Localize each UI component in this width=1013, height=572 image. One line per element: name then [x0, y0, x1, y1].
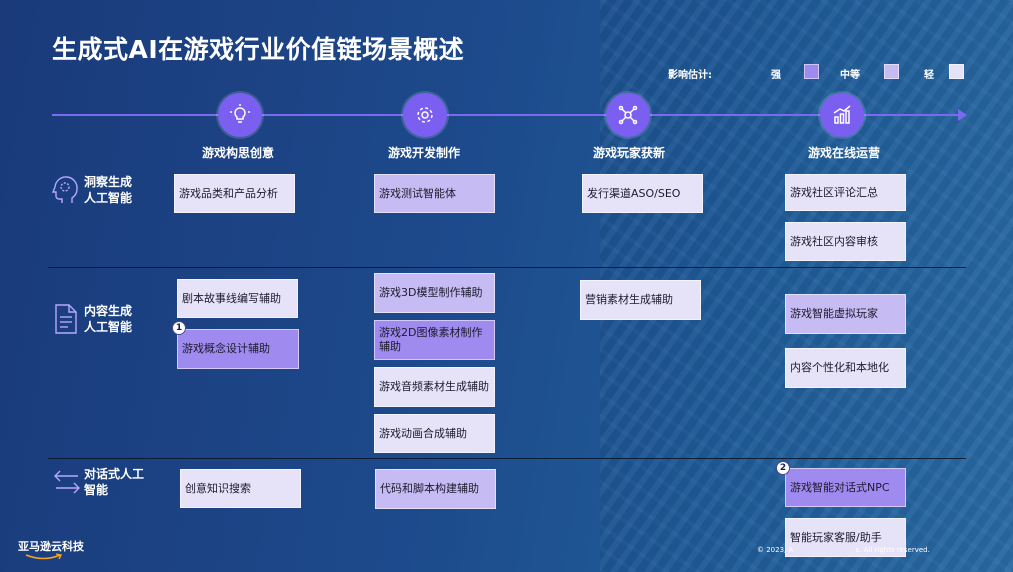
row-label-conversational-ai: 对话式人工 智能 — [84, 467, 145, 497]
gear-icon — [403, 93, 447, 137]
copyright-text: © 2023, A s. All rights reserved. — [757, 546, 930, 554]
lightbulb-icon — [218, 93, 262, 137]
copyright-prefix: © 2023, A — [757, 546, 794, 554]
card-knowledge-search: 创意知识搜索 — [180, 469, 301, 508]
card-concept-design: 游戏概念设计辅助 — [177, 329, 299, 369]
card-community-summary: 游戏社区评论汇总 — [785, 174, 906, 211]
card-virtual-player: 游戏智能虚拟玩家 — [785, 294, 906, 334]
badge-number-2: 2 — [776, 461, 790, 475]
legend-label: 影响估计: — [668, 70, 712, 81]
legend-medium-swatch — [884, 64, 899, 79]
legend-strong-swatch — [804, 64, 819, 79]
page-title: 生成式AI在游戏行业价值链场景概述 — [52, 35, 465, 64]
timeline-arrow-icon — [958, 109, 967, 121]
row-label-content-ai: 内容生成 人工智能 — [84, 304, 133, 334]
legend-medium-label: 中等 — [840, 70, 860, 81]
stage-label-operations: 游戏在线运营 — [808, 146, 881, 160]
card-community-moderation: 游戏社区内容审核 — [785, 222, 906, 261]
card-test-agent: 游戏测试智能体 — [374, 174, 495, 213]
two-way-arrows-icon — [52, 466, 82, 502]
card-aso-seo: 发行渠道ASO/SEO — [582, 174, 703, 213]
smile-arrow-icon — [25, 553, 63, 560]
card-3d-model: 游戏3D模型制作辅助 — [374, 273, 495, 313]
card-animation: 游戏动画合成辅助 — [374, 414, 495, 453]
brain-head-icon — [51, 175, 80, 209]
row-divider — [48, 458, 966, 459]
legend-strong-label: 强 — [771, 70, 781, 81]
copyright-suffix: s. All rights reserved. — [855, 546, 930, 554]
card-player-support: 智能玩家客服/助手 — [785, 518, 906, 557]
card-localization: 内容个性化和本地化 — [785, 348, 906, 388]
stage-label-ideation: 游戏构思创意 — [202, 146, 275, 160]
timeline-line — [52, 114, 960, 116]
legend-light-label: 轻 — [924, 70, 934, 81]
growth-chart-icon — [820, 93, 864, 137]
card-genre-analysis: 游戏品类和产品分析 — [174, 174, 295, 213]
network-hub-icon — [606, 93, 650, 137]
stage-label-development: 游戏开发制作 — [388, 146, 461, 160]
row-divider — [48, 267, 966, 268]
row-label-insight-ai: 洞察生成 人工智能 — [84, 175, 133, 205]
card-code-scripting: 代码和脚本构建辅助 — [375, 469, 496, 509]
legend-light-swatch — [949, 64, 964, 79]
card-2d-image: 游戏2D图像素材制作辅助 — [374, 320, 495, 360]
card-storyline: 剧本故事线编写辅助 — [177, 279, 298, 318]
logo-text: 亚马逊云科技 — [18, 540, 84, 553]
stage-label-acquisition: 游戏玩家获新 — [593, 146, 666, 160]
card-audio: 游戏音频素材生成辅助 — [374, 367, 495, 407]
card-npc-dialogue: 游戏智能对话式NPC — [785, 468, 906, 507]
card-marketing-assets: 营销素材生成辅助 — [580, 280, 701, 320]
document-icon — [54, 303, 78, 339]
badge-number-1: 1 — [172, 321, 186, 335]
